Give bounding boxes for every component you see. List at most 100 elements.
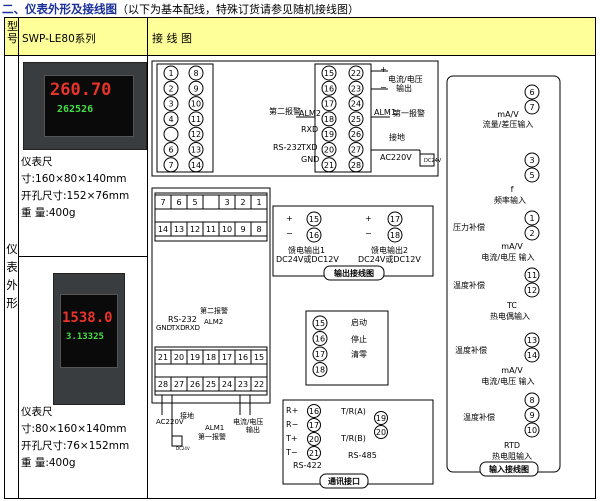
d1-alm2: ALM2: [299, 109, 321, 118]
d1-terminal-circle: [188, 142, 204, 157]
d1-terminal-circle: [188, 96, 204, 112]
input-g4-label: 温度补偿: [453, 280, 485, 290]
d1-terminal-circle: [188, 126, 204, 142]
d2-terminal: 15: [254, 353, 264, 362]
d2-dc: DC24V: [176, 446, 190, 451]
d1-terminal: 8: [193, 69, 198, 78]
d1-terminal: 6: [168, 146, 173, 155]
d1-terminal: 27: [351, 146, 361, 155]
d2-rs232: RS-232: [168, 315, 197, 324]
d1-terminal-circle: [321, 96, 337, 112]
feed-terminal: 15: [309, 215, 319, 224]
comm-r-plus: R+: [286, 406, 298, 415]
input-terminal-circle: [524, 407, 540, 423]
input-terminal: 14: [527, 351, 537, 360]
spec-line: 开孔尺寸:76×152mm: [21, 440, 130, 452]
d2-alarm2: 第二报警: [200, 306, 228, 315]
pv-display-2: 1538.0: [62, 310, 113, 326]
d2-terminal: 2: [240, 198, 245, 207]
input-g3-l2: 电流/电压 输入: [481, 252, 534, 262]
d2-terminal-box: [250, 194, 268, 210]
input-terminal: 9: [529, 411, 534, 420]
d1-alarm1-label: 第一报警: [393, 108, 425, 118]
d1-terminal-circle: [163, 142, 179, 157]
d1-ground: 接地: [389, 132, 405, 142]
sv-display-2: 3.13325: [66, 332, 104, 342]
d2-terminal: 6: [176, 198, 181, 207]
row-label: 仪表外形: [6, 242, 18, 310]
svg-text:−: −: [286, 229, 293, 238]
d2-terminal-box: [202, 194, 220, 210]
input-terminal: 10: [527, 426, 537, 435]
d2-terminal: 5: [192, 198, 197, 207]
input-terminal-circle: [524, 152, 540, 168]
d1-terminal: 28: [351, 161, 361, 170]
d1-terminal-circle: [321, 80, 337, 96]
feed-label-1: 馈电输出1: [288, 245, 325, 255]
spec-line: 寸:160×80×140mm: [21, 173, 127, 185]
d2-terminal: 24: [222, 380, 232, 389]
comm-t-plus: T+: [285, 434, 298, 443]
d1-rs232: RS-232: [273, 143, 302, 152]
device-photo-vertical: 1538.0 3.13325: [53, 273, 125, 405]
d2-terminal: 10: [222, 225, 232, 234]
d1-terminal: 13: [191, 146, 201, 155]
spec-block-2: 仪表尺 寸:80×160×140mm 开孔尺寸:76×152mm 重 量:400…: [21, 404, 129, 472]
d1-terminal: 1: [168, 69, 173, 78]
comm-tra: T/R(A): [340, 407, 366, 416]
input-terminal-circle: [524, 282, 540, 298]
d2-terminal: 26: [190, 380, 200, 389]
d2-terminal: 22: [254, 380, 264, 389]
section-heading: 二、仪表外形及接线图（以下为基本配线，特殊订货请参见随机接线图）: [2, 1, 359, 17]
sv-display: 262526: [57, 104, 94, 115]
ctrl-terminal-circle: [312, 362, 328, 377]
d1-terminal-circle: [321, 111, 337, 127]
svg-text:+: +: [286, 214, 293, 223]
d1-terminal-circle: [321, 142, 337, 157]
input-terminal-circle: [524, 99, 540, 115]
input-terminal-circle: [524, 332, 540, 348]
d1-terminal-circle: [163, 111, 179, 127]
d1-terminal: 26: [351, 130, 361, 139]
input-terminal: 2: [529, 229, 534, 238]
input-g5-label: 温度补偿: [455, 345, 487, 355]
d2-rxd: RXD: [185, 324, 200, 332]
ctrl-stop: 停止: [351, 334, 367, 344]
input-g6-l2: 热电阻输入: [492, 451, 532, 461]
input-g6-l1: RTD: [504, 441, 520, 450]
d1-terminal-circle: [348, 126, 364, 142]
d1-terminal-circle: [188, 80, 204, 96]
comm-422-terminal-circle: [307, 432, 321, 446]
input-terminal: 7: [529, 103, 534, 112]
d2-alm1: ALM1: [205, 424, 224, 432]
ctrl-terminal: 16: [315, 335, 325, 344]
input-terminal: 11: [527, 271, 537, 280]
d1-terminal: 25: [351, 115, 361, 124]
d1-ac: AC220V: [380, 153, 412, 162]
d2-terminal: 17: [222, 353, 232, 362]
d2-terminal: 23: [238, 380, 248, 389]
spec-table: 型号 SWP-LE80系列 接 线 图 仪表外形 260.70 262526 仪…: [4, 17, 596, 499]
d2-terminal: 18: [206, 353, 216, 362]
ctrl-start: 启动: [351, 317, 367, 327]
d2-terminal: 27: [174, 380, 184, 389]
input-g2-l1: f: [511, 185, 514, 194]
d1-terminal: 9: [193, 84, 198, 93]
input-g1-l1: mA/V: [497, 110, 519, 119]
input-terminal-circle: [524, 422, 540, 438]
d2-alarm1: 第一报警: [198, 432, 226, 441]
comm-422-terminal: 20: [309, 435, 319, 444]
d1-alarm2-label: 第二报警: [269, 106, 301, 116]
input-g5-l2: 电流/电压 输入: [481, 376, 534, 386]
d2-terminal: 12: [190, 225, 200, 234]
feed-label-2: 馈电输出2: [371, 245, 408, 255]
input-terminal-circle: [524, 392, 540, 408]
d1-terminal-circle: [321, 157, 337, 173]
d1-terminal: 7: [168, 161, 173, 170]
input-caption: 输入接线图: [489, 464, 529, 474]
table-header: [5, 18, 595, 56]
d1-terminal-circle: [321, 65, 337, 81]
d1-terminal-circle: [348, 96, 364, 112]
